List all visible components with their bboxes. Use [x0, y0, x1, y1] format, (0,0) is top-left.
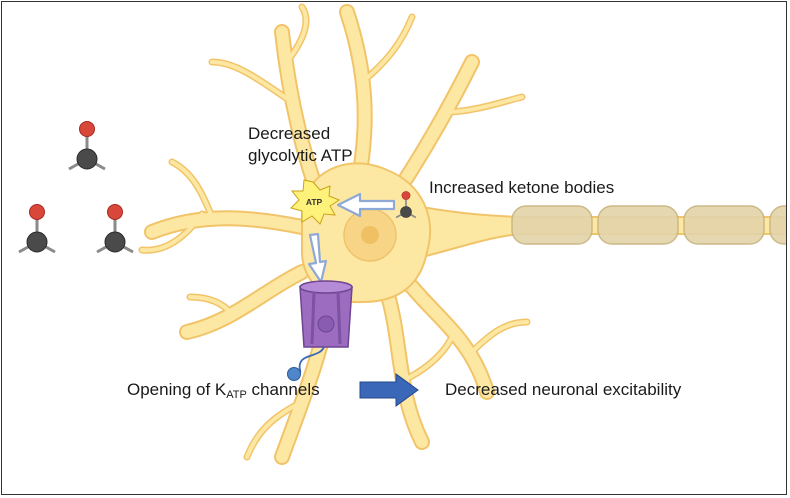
decreased-glycolytic-atp-label: Decreased glycolytic ATP [248, 123, 353, 167]
katp-channel-icon [287, 280, 353, 381]
nucleolus [361, 226, 379, 244]
hollow-arrow-icon [307, 232, 328, 284]
ketone-molecule-icon [67, 120, 107, 171]
increased-ketone-bodies-label: Increased ketone bodies [429, 178, 615, 197]
opening-katp-channels-label: Opening of KATP channels [127, 379, 320, 406]
label-suffix: channels [246, 380, 320, 399]
decreased-excitability-label: Decreased neuronal excitability [445, 380, 682, 399]
hollow-arrow-icon [336, 192, 396, 218]
flow-arrow-icon [359, 373, 419, 407]
ketone-molecule-icon [17, 203, 57, 254]
atp-burst-icon: ATP [290, 179, 341, 225]
label-line: Decreased [248, 124, 331, 143]
ketone-molecule-icon [95, 203, 135, 254]
label-line: glycolytic ATP [248, 146, 353, 165]
label-subscript: ATP [226, 389, 247, 401]
label-prefix: Opening of K [127, 380, 227, 399]
myelin-sheaths [511, 205, 786, 245]
atp-burst-label: ATP [306, 197, 323, 207]
